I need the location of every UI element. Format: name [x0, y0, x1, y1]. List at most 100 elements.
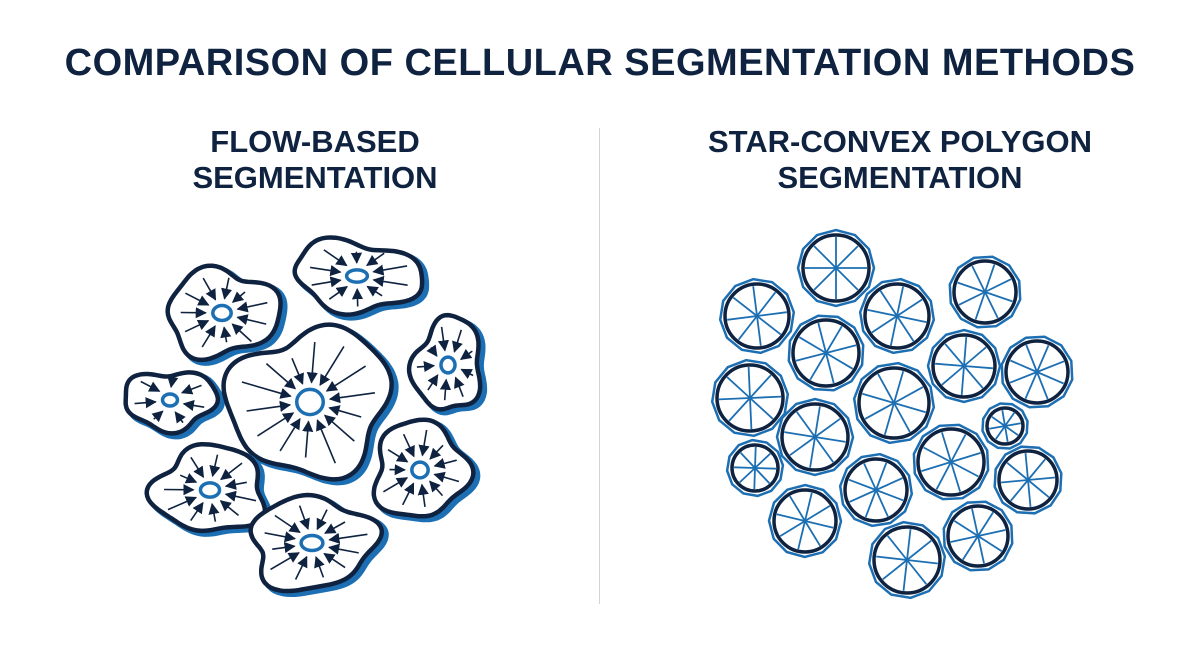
star-convex-ray: [1010, 359, 1038, 373]
star-convex-ray: [882, 559, 908, 581]
star-convex-ray: [871, 315, 898, 334]
star-convex-ray: [883, 402, 895, 435]
star-convex-ray: [756, 311, 787, 317]
star-convex-ray: [1004, 425, 1009, 442]
star-convex-ray: [867, 309, 898, 317]
star-convex-ray: [977, 535, 985, 564]
star-convex-cell: [775, 397, 855, 477]
star-convex-ray: [953, 520, 979, 537]
flow-arrow: [328, 392, 376, 404]
star-convex-ray: [809, 352, 827, 381]
star-convex-ray: [950, 461, 979, 478]
star-convex-ray: [1001, 479, 1029, 484]
star-convex-ray: [935, 362, 965, 367]
star-convex-cell: [867, 520, 947, 600]
star-convex-ray: [974, 291, 986, 320]
flow-arrow: [270, 552, 300, 571]
star-convex-cell: [710, 358, 790, 438]
star-convex-ray: [950, 461, 961, 492]
flow-arrow: [328, 532, 368, 544]
star-convex-ray: [958, 291, 986, 306]
star-convex-ray: [1004, 422, 1021, 427]
flow-cell: [248, 492, 389, 598]
star-convex-ray: [1009, 371, 1038, 384]
flow-cell-center: [344, 268, 370, 284]
star-convex-cell: [948, 255, 1022, 329]
flow-arrow: [437, 326, 450, 352]
star-convex-ray: [893, 386, 924, 404]
star-convex-ray: [950, 452, 981, 463]
flow-arrow: [190, 456, 205, 479]
flow-arrow: [220, 326, 232, 343]
star-convex-ray: [963, 346, 987, 367]
star-convex-ray: [756, 315, 762, 346]
flow-arrow: [401, 482, 415, 506]
star-convex-ray: [1024, 453, 1029, 481]
flow-arrow: [241, 381, 292, 399]
flow-arrow: [459, 348, 473, 360]
star-convex-ray: [804, 520, 834, 529]
star-convex-ray: [971, 508, 979, 537]
flow-arrow: [231, 323, 252, 343]
star-convex-ray: [864, 489, 877, 518]
star-convex-ray: [848, 478, 877, 491]
flow-arrow: [246, 400, 292, 412]
star-convex-ray: [776, 513, 806, 522]
star-convex-ray: [1036, 371, 1049, 400]
star-convex-ray: [849, 489, 877, 503]
star-convex-ray: [906, 559, 938, 565]
star-convex-ray: [1004, 425, 1019, 436]
star-convex-ray: [989, 425, 1006, 430]
flow-arrow: [351, 287, 364, 307]
star-convex-cell: [912, 423, 990, 501]
flow-arrow: [402, 433, 415, 458]
star-convex-illustration: [710, 228, 1074, 600]
star-convex-ray: [950, 535, 979, 543]
star-convex-ray: [798, 336, 827, 354]
star-convex-ray: [862, 392, 895, 404]
flow-based-title-line1: FLOW-BASED: [210, 124, 420, 159]
flow-arrow: [185, 292, 210, 306]
star-convex-ray: [814, 436, 846, 443]
star-convex-ray: [876, 555, 908, 561]
star-convex-boundary: [772, 488, 838, 554]
flow-arrow: [323, 552, 346, 569]
flow-arrow: [366, 252, 385, 266]
flow-arrow: [265, 362, 297, 390]
star-convex-ray: [1027, 476, 1055, 481]
flow-arrow: [426, 344, 438, 357]
flow-arrow: [429, 480, 444, 497]
flow-based-panel-title: FLOW-BASED SEGMENTATION: [55, 124, 575, 196]
star-convex-cell: [858, 277, 936, 355]
star-convex-boundary: [872, 525, 942, 595]
star-convex-title-line2: SEGMENTATION: [777, 160, 1023, 195]
flow-arrow: [140, 380, 161, 392]
star-convex-ray: [835, 245, 859, 269]
star-convex-boundary: [857, 366, 931, 440]
star-convex-ray: [995, 425, 1006, 440]
star-convex-ray: [754, 446, 757, 469]
star-convex-boundary: [780, 402, 850, 472]
flow-arrow: [319, 345, 345, 387]
flow-arrow: [202, 277, 217, 301]
flow-arrow: [416, 360, 436, 373]
flow-arrow: [454, 376, 465, 397]
star-convex-ray: [944, 343, 965, 367]
star-convex-ray: [893, 402, 911, 433]
star-convex-ray: [896, 315, 927, 323]
star-convex-ray: [756, 315, 782, 336]
star-convex-boundary: [997, 449, 1059, 511]
star-convex-ray: [962, 535, 979, 561]
star-convex-cell: [787, 314, 865, 392]
star-convex-ray: [754, 452, 771, 469]
star-convex-ray: [739, 452, 756, 469]
star-convex-ray: [877, 373, 895, 404]
star-convex-ray: [779, 520, 806, 537]
flow-cell: [165, 263, 288, 366]
star-convex-ray: [796, 411, 816, 438]
flow-arrow: [180, 383, 202, 395]
star-convex-ray: [1027, 479, 1050, 498]
flow-arrow: [323, 249, 348, 267]
star-convex-ray: [749, 374, 772, 399]
